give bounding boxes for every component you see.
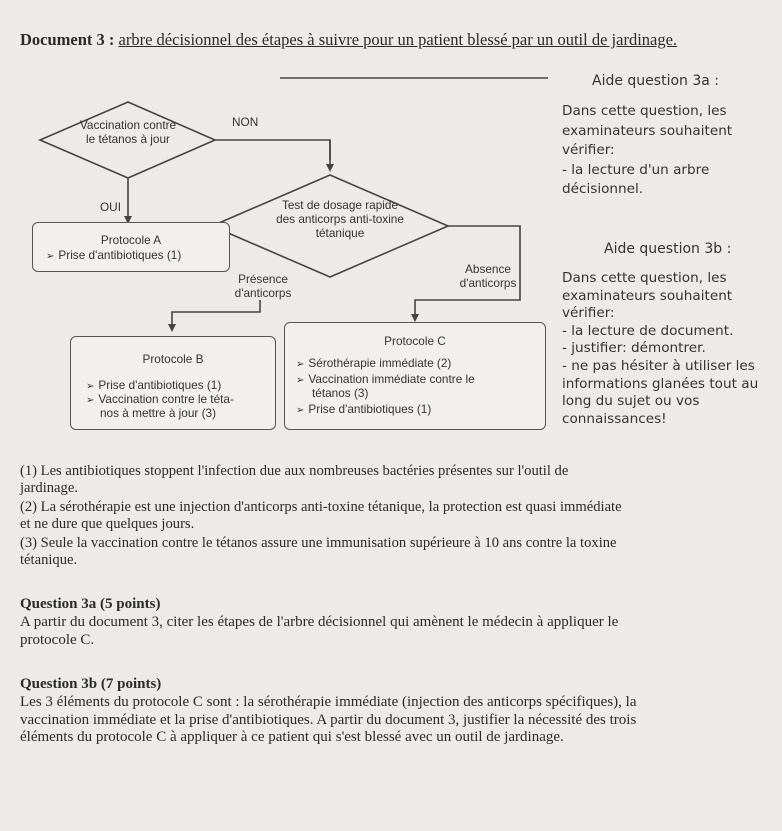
aide-3b-text: Dans cette question, les examinateurs so… bbox=[562, 270, 758, 428]
protocole-b-item: Vaccination contre le téta- bbox=[86, 392, 234, 408]
aide-3a-text: Dans cette question, les examinateurs so… bbox=[562, 102, 732, 200]
aide-3b-line: - ne pas hésiter à utiliser les bbox=[562, 357, 755, 374]
aide-3a-line: Dans cette question, les bbox=[562, 103, 727, 119]
aide-3b-heading: Aide question 3b : bbox=[604, 241, 732, 257]
document-title: Document 3 : arbre décisionnel des étape… bbox=[20, 30, 677, 50]
footnote-line: tétanique. bbox=[20, 552, 78, 568]
test-line: Test de dosage rapide bbox=[281, 198, 399, 212]
question-3a-text: A partir du document 3, citer les étapes… bbox=[20, 614, 618, 649]
test-diamond: Test de dosage rapide des anticorps anti… bbox=[255, 198, 425, 240]
footnote-line: (1) Les antibiotiques stoppent l'infecti… bbox=[20, 463, 569, 479]
document-title-text: arbre décisionnel des étapes à suivre po… bbox=[118, 30, 678, 49]
test-line: des anticorps anti-toxine bbox=[276, 212, 404, 226]
aide-3a-line: examinateurs souhaitent bbox=[562, 122, 733, 139]
branch-non: NON bbox=[232, 115, 259, 129]
question-3b-line: Les 3 éléments du protocole C sont : la … bbox=[20, 694, 637, 710]
aide-3a-heading: Aide question 3a : bbox=[592, 73, 720, 89]
presence-line: d'anticorps bbox=[234, 286, 292, 300]
question-3a-title: Question 3a (5 points) bbox=[20, 596, 161, 612]
protocole-c-item-cont: tétanos (3) bbox=[312, 386, 369, 400]
aide-3b-line: examinateurs souhaitent bbox=[562, 287, 733, 304]
footnote-line: jardinage. bbox=[20, 480, 78, 496]
aide-3b-line: - la lecture de document. bbox=[562, 322, 734, 339]
protocole-a-box bbox=[32, 222, 230, 272]
aide-3b-line: long du sujet ou vos bbox=[562, 393, 700, 410]
footnote-line: (3) Seule la vaccination contre le tétan… bbox=[20, 535, 617, 551]
aide-3a-line: vérifier: bbox=[562, 142, 615, 158]
vaccination-line: Vaccination contre bbox=[79, 118, 177, 132]
protocole-c-item: Sérothérapie immédiate (2) bbox=[296, 356, 451, 372]
aide-3b-line: vérifier: bbox=[562, 305, 615, 322]
aide-3b-line: connaissances! bbox=[562, 410, 667, 427]
presence-label: Présence d'anticorps bbox=[228, 272, 298, 300]
question-3b-line: vaccination immédiate et la prise d'anti… bbox=[20, 711, 637, 728]
question-3a-line: protocole C. bbox=[20, 631, 95, 648]
aide-3a-line: décisionnel. bbox=[562, 181, 644, 197]
question-3b-title: Question 3b (7 points) bbox=[20, 676, 162, 692]
question-3b-text: Les 3 éléments du protocole C sont : la … bbox=[20, 694, 636, 747]
protocole-c-item: Vaccination immédiate contre le bbox=[296, 372, 474, 388]
question-3b-line: éléments du protocole C à appliquer à ce… bbox=[20, 729, 564, 745]
decision-tree-connectors bbox=[37, 77, 548, 332]
footnotes: (1) Les antibiotiques stoppent l'infecti… bbox=[20, 463, 622, 569]
aide-3a-line: - la lecture d'un arbre bbox=[562, 161, 710, 178]
test-line: tétanique bbox=[315, 226, 365, 240]
aide-3b-line: Dans cette question, les bbox=[562, 270, 727, 286]
presence-line: Présence bbox=[238, 272, 288, 286]
absence-line: Absence bbox=[465, 262, 511, 276]
aide-3b-line: - justifier: démontrer. bbox=[562, 340, 706, 357]
protocole-c-title: Protocole C bbox=[384, 334, 446, 348]
branch-oui: OUI bbox=[100, 200, 121, 214]
protocole-a-item: Prise d'antibiotiques (1) bbox=[46, 248, 181, 264]
protocole-a-title: Protocole A bbox=[100, 233, 162, 247]
protocole-c-item: Prise d'antibiotiques (1) bbox=[296, 402, 431, 418]
aide-3b-line: informations glanées tout au bbox=[562, 375, 759, 392]
footnote-line: et ne dure que quelques jours. bbox=[20, 516, 195, 532]
absence-label: Absence d'anticorps bbox=[446, 262, 530, 290]
protocole-b-item-cont: nos à mettre à jour (3) bbox=[100, 406, 217, 420]
footnote-line: (2) La sérothérapie est une injection d'… bbox=[20, 499, 622, 515]
vaccination-line: le tétanos à jour bbox=[86, 132, 170, 146]
question-3a-line: A partir du document 3, citer les étapes… bbox=[20, 614, 619, 630]
protocole-b-item: Prise d'antibiotiques (1) bbox=[86, 378, 221, 394]
vaccination-diamond: Vaccination contre le tétanos à jour bbox=[72, 118, 184, 146]
absence-line: d'anticorps bbox=[459, 276, 517, 290]
document-title-label: Document 3 : bbox=[20, 30, 115, 49]
protocole-b-title: Protocole B bbox=[142, 352, 204, 366]
